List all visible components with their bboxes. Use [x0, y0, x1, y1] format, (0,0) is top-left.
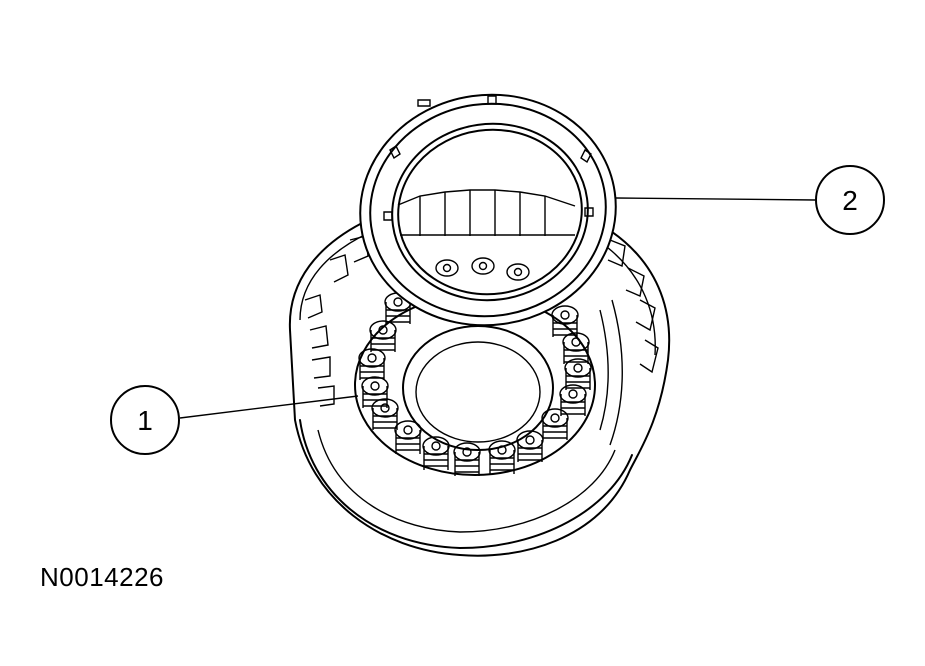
- spring: [369, 320, 397, 352]
- spring: [453, 442, 481, 476]
- spring: [541, 408, 569, 440]
- spring: [516, 430, 544, 462]
- figure-id: N0014226: [40, 562, 164, 592]
- spring: [358, 348, 386, 380]
- callout-1-label: 1: [137, 405, 153, 436]
- spring: [394, 420, 422, 454]
- spring: [361, 376, 389, 408]
- spring: [564, 358, 592, 390]
- callout-2-circle: [815, 165, 885, 235]
- spring: [422, 436, 450, 470]
- spring: [551, 305, 579, 337]
- callout-1-circle: [110, 385, 180, 455]
- spring: [371, 398, 399, 430]
- spring: [562, 332, 590, 364]
- callout-2-label: 2: [842, 185, 858, 216]
- spring: [488, 440, 516, 474]
- callout-1: 1: [110, 385, 359, 455]
- thrust-bearing: [359, 93, 617, 327]
- callout-2: 2: [615, 165, 885, 235]
- spring: [559, 384, 587, 416]
